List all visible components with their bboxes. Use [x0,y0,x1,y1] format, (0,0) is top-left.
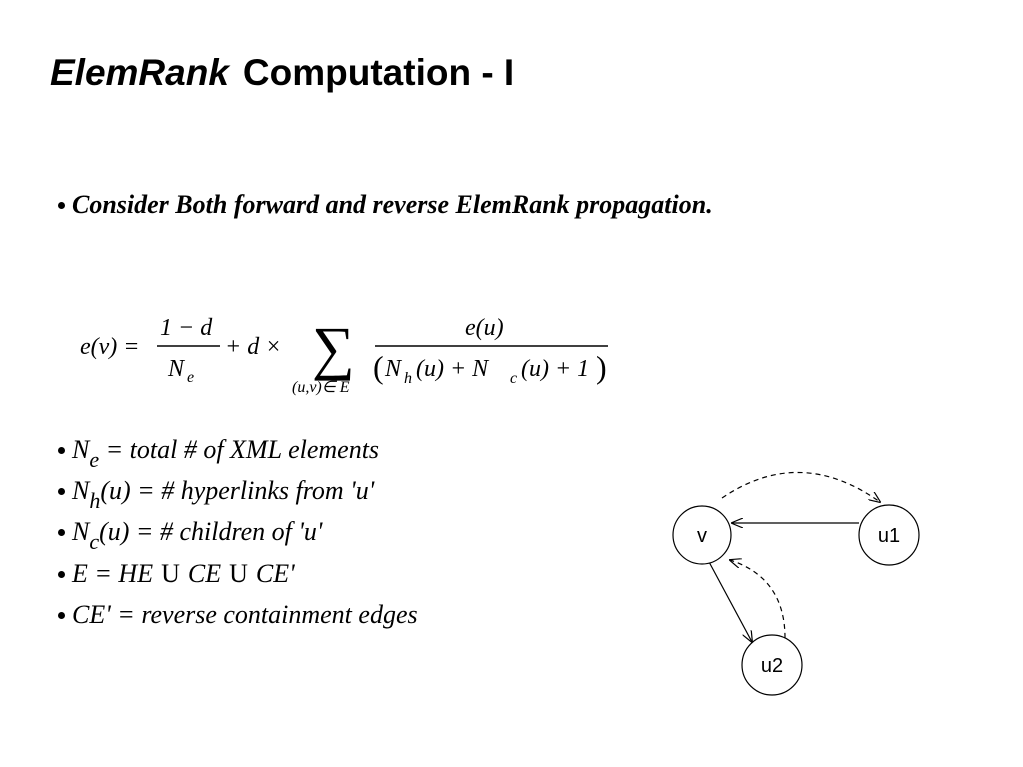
def-reverse-text: CE' = reverse containment edges [72,600,418,629]
edge-v-to-u1-dashed [721,471,880,502]
formula-lhs: e(v) = [80,334,139,360]
node-v [672,505,732,565]
bullet-dot [58,202,65,209]
formula-den-sub2: c [510,370,517,387]
formula-den-mid: (u) + N [416,356,490,382]
edge-u2-to-v-dashed [730,560,786,639]
formula-plus-d-times: + d × [225,334,281,360]
definition-nh: Nh(u) = # hyperlinks from 'u' [58,476,375,513]
formula-frac1-numerator: 1 − d [160,315,213,341]
def-main: N [72,435,90,464]
formula-sum-range: (u,v)∈ E [292,379,350,396]
node-u1-label: u1 [878,525,900,547]
title-emphasis: ElemRank [50,52,229,93]
formula-den-end: (u) + 1 [521,356,589,382]
def-union-p1: E = HE [72,559,154,588]
formula-frac2-numerator: e(u) [465,315,504,341]
def-sub: h [89,488,101,513]
node-u2-label: u2 [761,655,783,677]
def-main: N [72,517,90,546]
def-union-p3: CE' [255,559,295,588]
formula-den-sub1: h [404,370,412,387]
bullet-dot [58,571,65,578]
union-symbol: U [161,559,180,588]
bullet-dot [58,447,65,454]
slide-title: ElemRank Computation - I [50,52,514,94]
edge-v-to-u2 [707,559,752,642]
formula-paren-close: ) [596,349,607,385]
bullet-dot [58,529,65,536]
definition-ne: Ne = total # of XML elements [58,435,380,472]
def-union-p2: CE [187,559,222,588]
bullet-dot [58,612,65,619]
formula-frac1-den-sub: e [187,369,194,386]
node-v-label: v [697,525,707,547]
union-symbol: U [229,559,248,588]
elemrank-formula: e(v) = 1 − d N e + d × ∑ (u,v)∈ E e(u) (… [80,308,620,408]
def-text: (u) = # children of 'u' [99,517,323,546]
node-u2 [741,634,803,696]
bullet-main-text: Consider Both forward and reverse ElemRa… [72,190,713,219]
def-text: (u) = # hyperlinks from 'u' [100,476,375,505]
node-u1 [858,504,920,566]
formula-den-n1: N [384,356,403,382]
def-sub: e [89,447,100,472]
formula-frac1-denominator: N [167,356,186,382]
propagation-graph: v u1 u2 [660,460,940,710]
def-main: N [72,476,90,505]
definition-reverse: CE' = reverse containment edges [58,600,418,630]
formula-sigma: ∑ [312,315,355,381]
definition-nc: Nc(u) = # children of 'u' [58,517,323,554]
title-rest: Computation - I [242,52,515,93]
def-sub: c [89,529,100,554]
def-text: = total # of XML elements [99,435,380,464]
bullet-main: Consider Both forward and reverse ElemRa… [58,190,713,220]
bullet-dot [58,488,65,495]
formula-paren-open: ( [373,349,384,385]
